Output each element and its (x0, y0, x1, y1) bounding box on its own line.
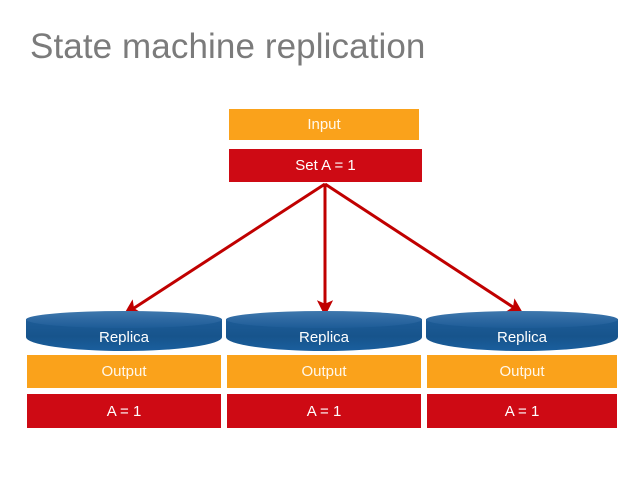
replica-output-box-2: Output (226, 354, 422, 389)
cylinder-top-icon (226, 311, 422, 328)
replica-value-box-1: A = 1 (26, 393, 222, 429)
replica-name-label-2: Replica (298, 329, 350, 346)
replica-output-box-3: Output (426, 354, 618, 389)
arrow-input-to-replica-3 (324, 182, 524, 314)
input-value-label: Set A = 1 (295, 157, 356, 174)
replica-output-label-1: Output (101, 363, 147, 380)
replica-output-label-2: Output (301, 363, 347, 380)
replica-cylinder-2: Replica (226, 311, 422, 351)
input-header-box: Input (228, 108, 420, 141)
replica-value-box-2: A = 1 (226, 393, 422, 429)
cylinder-top-icon (426, 311, 618, 328)
page-title: State machine replication (30, 27, 426, 66)
replica-value-label-2: A = 1 (306, 402, 342, 420)
replica-output-box-1: Output (26, 354, 222, 389)
arrow-input-to-replica-1 (123, 182, 326, 315)
replica-output-label-3: Output (499, 363, 545, 380)
input-value-box: Set A = 1 (228, 148, 423, 183)
replica-cylinder-3: Replica (426, 311, 618, 351)
replica-value-label-1: A = 1 (106, 402, 142, 420)
replica-cylinder-1: Replica (26, 311, 222, 351)
replica-value-box-3: A = 1 (426, 393, 618, 429)
replica-name-label-1: Replica (98, 329, 150, 346)
replica-value-label-3: A = 1 (504, 402, 540, 420)
replica-name-label-3: Replica (496, 329, 548, 346)
input-header-label: Input (307, 116, 341, 133)
cylinder-top-icon (26, 311, 222, 328)
